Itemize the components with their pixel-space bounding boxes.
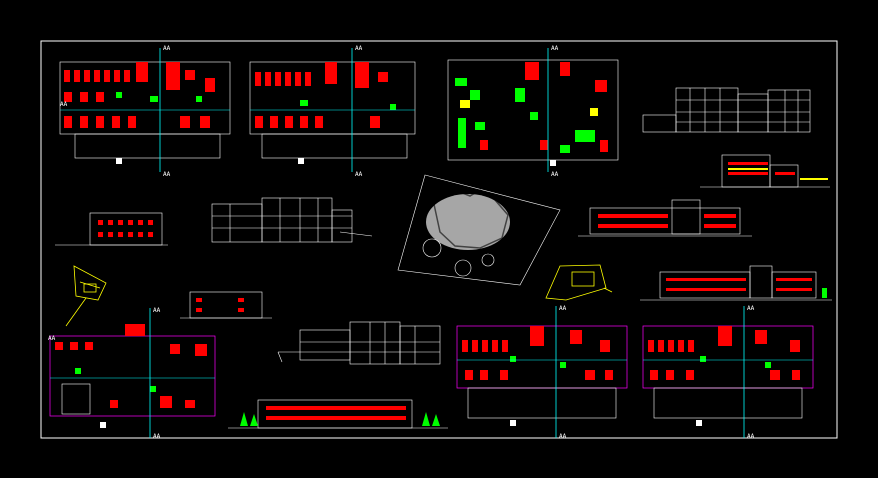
elevation-bottom-front [228,399,448,429]
section-marks: AA AA AA AA AA AA AA AA AA AA AA AA AA A… [48,45,755,440]
section-mark: AA [48,335,56,342]
elevation-right-3 [640,265,832,301]
floor-plan-top-3 [447,48,619,172]
section-mark: AA [551,171,559,178]
elevation-top-right [642,87,811,133]
section-mark: AA [60,101,68,108]
section-mark: AA [153,307,161,314]
section-mark: AA [153,433,161,440]
yellow-sketch-left [65,265,107,327]
section-center-small [180,291,272,319]
floor-plan-bottom-2 [456,306,628,438]
section-mark: AA [559,305,567,312]
section-mark: AA [163,45,171,52]
section-mark: AA [747,305,755,312]
section-mark: AA [559,433,567,440]
section-mark: AA [355,171,363,178]
floor-plan-top-1 [59,48,231,172]
site-plan [397,174,561,286]
floor-plan-bottom-3 [642,306,814,438]
yellow-sketch-right [545,264,613,301]
section-mark: AA [747,433,755,440]
elevation-left-small [55,212,168,246]
perspective-building-2 [277,321,441,365]
section-mark: AA [551,45,559,52]
sheet-border [40,40,838,439]
floor-plan-top-2 [249,48,416,172]
elevation-right-2 [578,199,752,237]
perspective-building-1 [211,197,373,243]
section-right-1 [700,154,830,188]
floor-plan-bottom-1 [49,308,216,438]
section-mark: AA [163,171,171,178]
section-mark: AA [355,45,363,52]
